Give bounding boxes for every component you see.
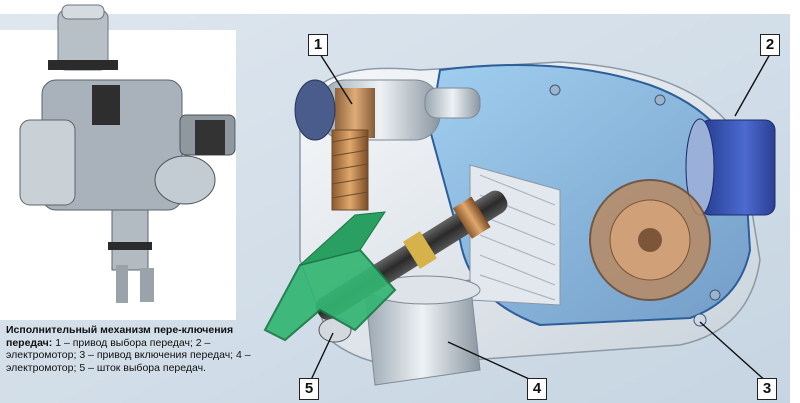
caption-title: Исполнительный механизм пере-ключения пе…	[6, 324, 234, 349]
figure-caption: Исполнительный механизм пере-ключения пе…	[6, 324, 268, 374]
caption-body: 1 – привод выбора передач; 2 – электромо…	[6, 336, 251, 374]
callout-4: 4	[527, 378, 547, 400]
callout-5: 5	[299, 378, 319, 400]
callout-1: 1	[308, 34, 328, 56]
callout-3: 3	[757, 378, 777, 400]
callout-2: 2	[760, 34, 780, 56]
